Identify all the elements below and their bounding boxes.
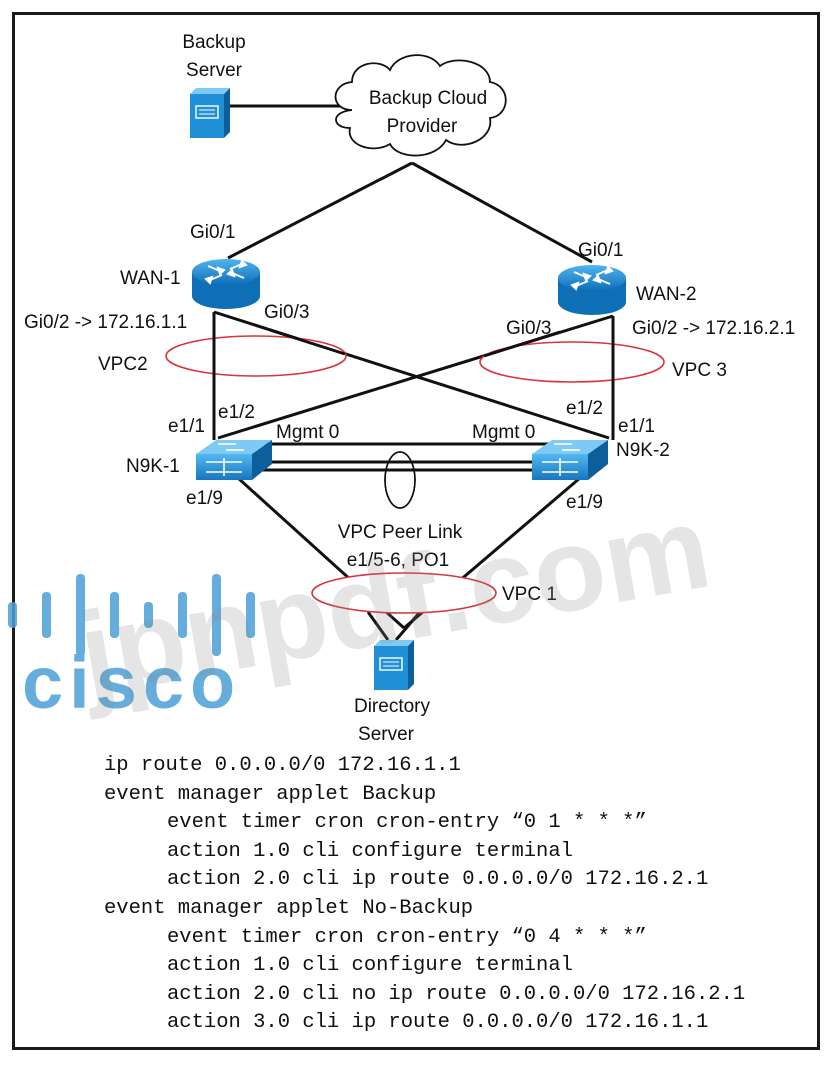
vpc2-ellipse <box>165 335 347 377</box>
backup-cloud-icon <box>334 54 507 157</box>
diagram-frame <box>12 12 820 1050</box>
config-line: action 2.0 cli ip route 0.0.0.0/0 172.16… <box>167 868 709 892</box>
eem-config-block: ip route 0.0.0.0/0 172.16.1.1 event manag… <box>104 752 804 1038</box>
link-cross-b-overlay <box>483 330 561 358</box>
config-line: event manager applet Backup <box>104 782 437 806</box>
wan1-gi01-label: Gi0/1 <box>190 222 235 243</box>
wan1-router-icon <box>192 259 260 309</box>
n9k2-label: N9K-2 <box>616 440 670 461</box>
wan2-gi01-label: Gi0/1 <box>578 240 623 261</box>
config-line: event timer cron cron-entry “0 4 * * *” <box>167 925 647 949</box>
config-line: event manager applet No-Backup <box>104 896 474 920</box>
link-cloud-wan2 <box>411 161 593 264</box>
vpc3-ellipse <box>479 341 665 383</box>
cisco-bars-icon <box>8 574 255 656</box>
n9k2-e19-label: e1/9 <box>566 492 603 513</box>
directory-server-label-2: Server <box>358 724 415 745</box>
vpc1-ellipse <box>311 572 497 614</box>
directory-server-label-1: Directory <box>354 696 431 717</box>
cloud-label-1: Backup Cloud <box>369 88 487 109</box>
link-directory-drop-left <box>366 611 390 641</box>
vpc-ellipses <box>165 335 665 614</box>
n9k1-switch-icon <box>196 440 272 480</box>
n9k1-e11-label: e1/1 <box>168 416 205 437</box>
links-overlay <box>212 328 615 472</box>
config-line: ip route 0.0.0.0/0 172.16.1.1 <box>104 754 461 777</box>
peer-link-label-1: VPC Peer Link <box>338 522 463 543</box>
mgmt-left-label: Mgmt 0 <box>276 422 339 443</box>
cloud-label-2: Provider <box>387 116 458 137</box>
peer-link-label-2: e1/5-6, PO1 <box>347 550 449 571</box>
cisco-watermark: cisco <box>8 574 255 724</box>
n9k1-e12-label: e1/2 <box>218 402 255 423</box>
n9k1-e19-label: e1/9 <box>186 488 223 509</box>
n9k2-switch-icon <box>532 440 608 480</box>
config-line: action 1.0 cli configure terminal <box>167 839 573 863</box>
vpc1-label: VPC 1 <box>502 584 557 605</box>
wan2-label: WAN-2 <box>636 284 697 305</box>
link-cross-a-overlay <box>269 328 346 356</box>
config-line: event timer cron cron-entry “0 1 * * *” <box>167 811 647 835</box>
wan1-gi03-label: Gi0/3 <box>264 302 309 323</box>
config-line: action 3.0 cli ip route 0.0.0.0/0 172.16… <box>167 1011 709 1035</box>
backup-server-icon <box>190 88 230 138</box>
backup-server-label-1: Backup <box>182 32 245 53</box>
wan2-gi03-label: Gi0/3 <box>506 318 551 339</box>
n9k1-label: N9K-1 <box>126 456 180 477</box>
config-line: action 2.0 cli no ip route 0.0.0.0/0 172… <box>167 982 746 1006</box>
n9k2-e12-label: e1/2 <box>566 398 603 419</box>
wan2-gi02-label: Gi0/2 -> 172.16.2.1 <box>632 318 795 339</box>
vpc2-label: VPC2 <box>98 354 148 375</box>
peer-link-ellipse-outline <box>384 451 416 509</box>
mgmt-right-label: Mgmt 0 <box>472 422 535 443</box>
backup-server-label-2: Server <box>186 60 243 81</box>
n9k2-e11-label: e1/1 <box>618 416 655 437</box>
link-cloud-wan1 <box>227 161 413 260</box>
cisco-watermark-text: cisco <box>22 641 241 724</box>
wan1-label: WAN-1 <box>120 268 181 289</box>
vpc3-label: VPC 3 <box>672 360 727 381</box>
config-line: action 1.0 cli configure terminal <box>167 954 573 978</box>
link-directory-drop-right <box>394 611 422 641</box>
wan2-router-icon <box>558 265 626 315</box>
wan1-gi02-label: Gi0/2 -> 172.16.1.1 <box>24 312 187 333</box>
directory-server-icon <box>374 640 414 690</box>
